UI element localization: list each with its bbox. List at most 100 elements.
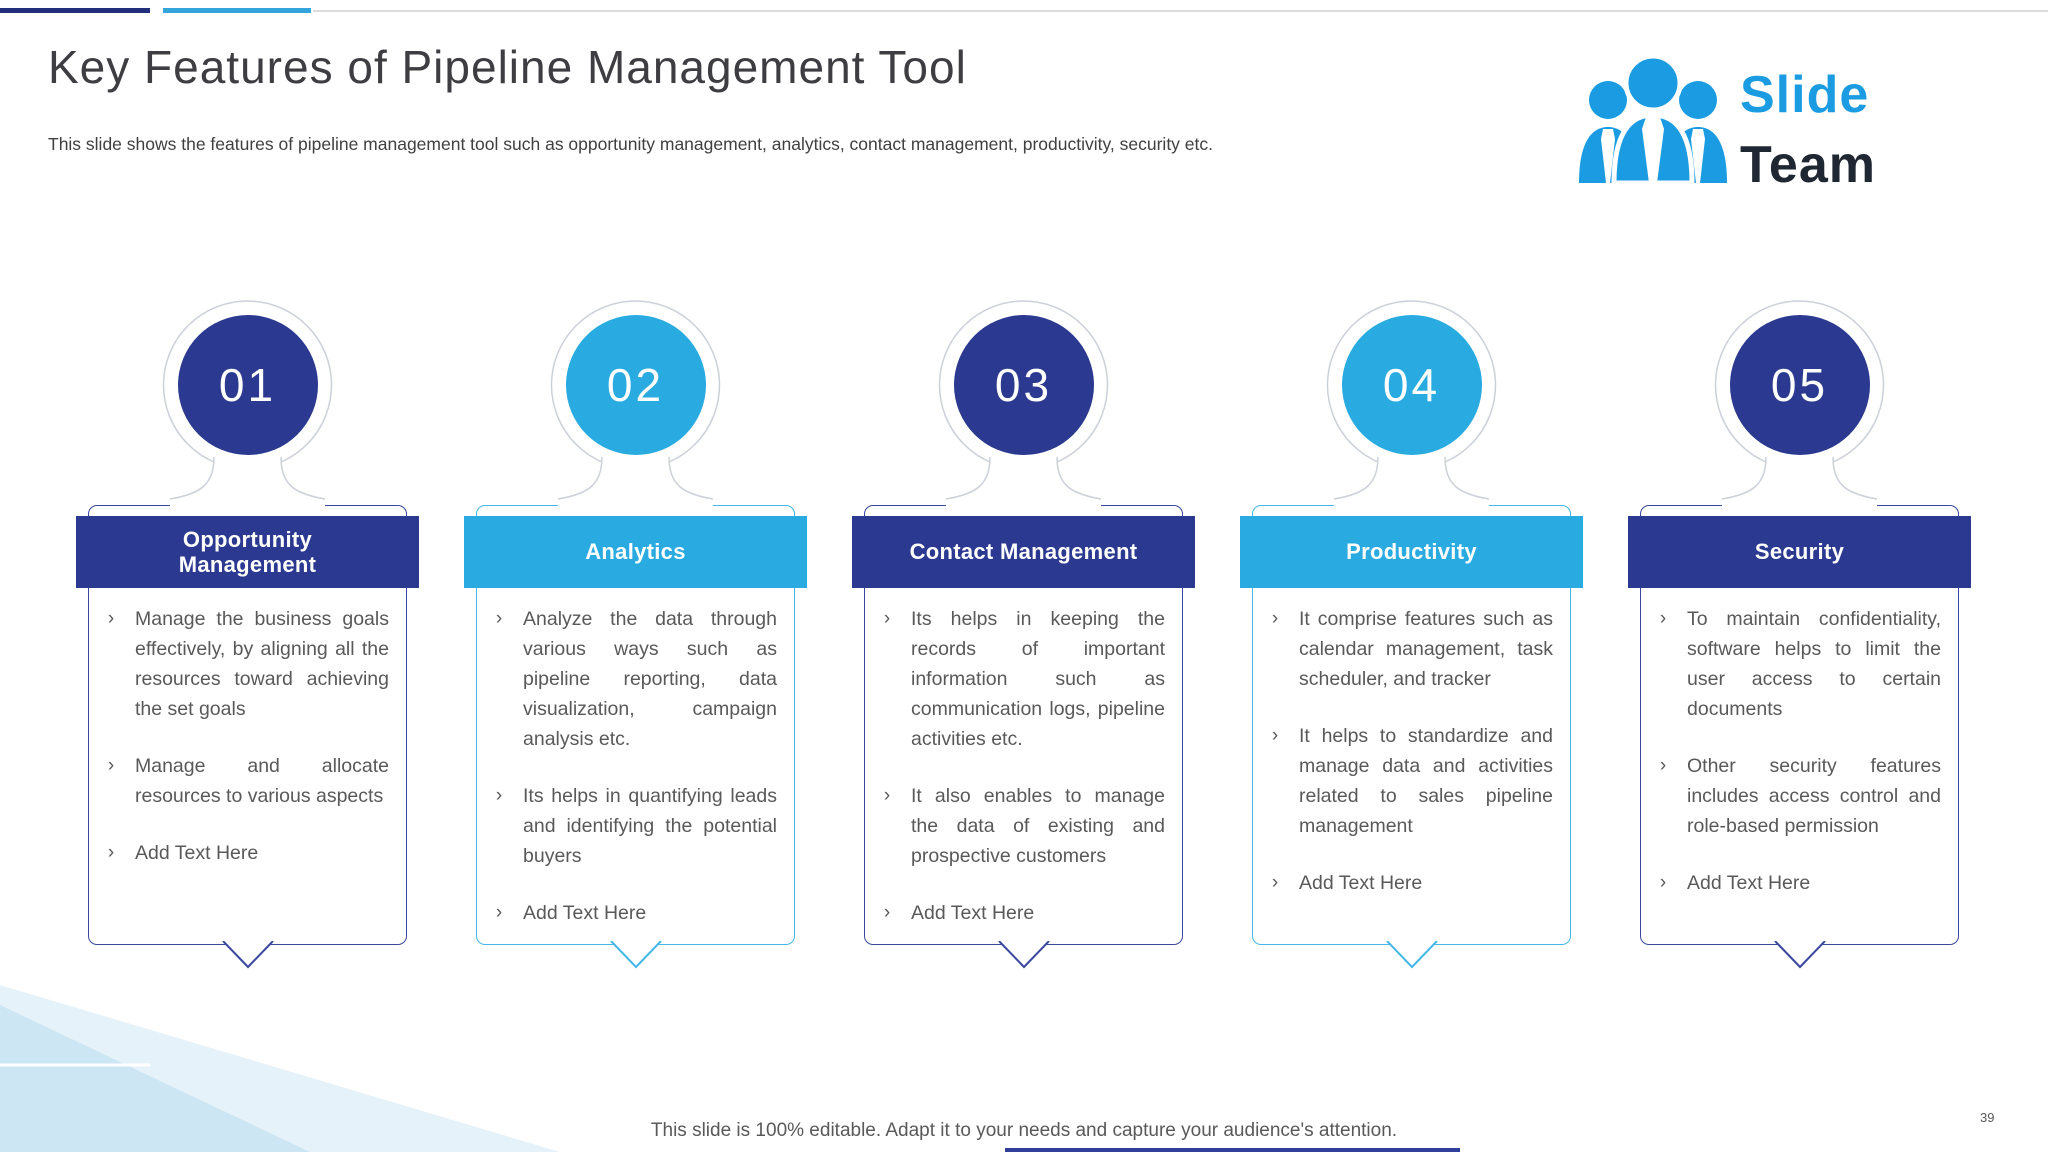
feature-card-body: › To maintain confidentiality, software … [1656,604,1941,934]
feature-card-header: Productivity [1240,516,1583,588]
logo-text-slide: Slide [1740,66,1869,124]
feature-card-body: › Its helps in keeping the records of im… [880,604,1165,934]
feature-column: 01 Opportunity Management › Manage the b… [76,297,419,987]
step-number-circle: 02 [565,315,706,455]
corner-decoration-triangle [0,985,560,1152]
bullet-arrow-icon: › [883,902,891,923]
bullet-text: Analyze the data through various ways su… [523,608,777,750]
bullet-arrow-icon: › [1659,872,1667,893]
footer-note: This slide is 100% editable. Adapt it to… [650,1120,1398,1141]
feature-card-header: Contact Management [852,516,1195,588]
bullet-text: It helps to standardize and manage data … [1299,725,1553,837]
feature-card-body: › Manage the business goals effectively,… [104,604,389,934]
bullet-item: › Its helps in quantifying leads and ide… [492,781,777,871]
step-number: 05 [1770,359,1829,411]
feature-title: Security [1754,539,1845,565]
card-tail [997,941,1050,969]
bullet-arrow-icon: › [495,785,503,806]
bullet-item: › Manage and allocate resources to vario… [104,751,389,811]
step-number: 04 [1382,359,1441,411]
bullet-text: Other security features includes access … [1687,755,1941,837]
slideteam-logo-graphic: Slide Team [1579,53,1876,194]
feature-card: Security › To maintain confidentiality, … [1628,505,1971,969]
step-number-circle: 01 [177,315,318,455]
bullet-text: To maintain confidentiality, software he… [1687,608,1941,720]
bottom-accent-bar [1005,1148,1460,1152]
bullet-arrow-icon: › [495,902,503,923]
step-number-circle: 03 [953,315,1094,455]
bullet-item: › To maintain confidentiality, software … [1656,604,1941,724]
bullet-arrow-icon: › [883,608,891,629]
step-number: 03 [994,359,1053,411]
feature-column: 04 Productivity › It comprise features s… [1240,297,1583,987]
bullet-arrow-icon: › [1659,755,1667,776]
feature-columns: 01 Opportunity Management › Manage the b… [76,297,1971,987]
card-tail [609,941,662,969]
bullet-text: Add Text Here [911,902,1035,924]
feature-title: Contact Management [909,539,1138,565]
feature-card: Productivity › It comprise features such… [1240,505,1583,969]
page-number: 39 [1980,1110,1995,1125]
top-bar-gray-line [313,10,2048,12]
feature-card-header: Analytics [464,516,807,588]
feature-card: Contact Management › Its helps in keepin… [852,505,1195,969]
bullet-item: › It also enables to manage the data of … [880,781,1165,871]
card-tail [1385,941,1438,969]
bullet-text: It also enables to manage the data of ex… [911,785,1165,867]
bullet-text: Manage and allocate resources to various… [135,755,389,807]
bullet-item: › Add Text Here [1656,868,1941,898]
bullet-arrow-icon: › [1271,872,1279,893]
bullet-text: Add Text Here [1687,872,1811,894]
bullet-item: › Analyze the data through various ways … [492,604,777,754]
logo-text-team: Team [1740,136,1876,187]
card-tail [221,941,274,969]
feature-title: Productivity [1346,539,1477,565]
top-bar-blue-segment [163,8,311,13]
page-subtitle: This slide shows the features of pipelin… [48,134,1214,154]
feature-title: Analytics [585,539,686,565]
bullet-item: › It helps to standardize and manage dat… [1268,721,1553,841]
top-bar-navy-segment [0,8,150,13]
bullet-text: Its helps in keeping the records of impo… [911,608,1165,750]
bullet-text: Add Text Here [1299,872,1423,894]
bullet-arrow-icon: › [1271,725,1279,746]
feature-column: 02 Analytics › Analyze the data through … [464,297,807,987]
bullet-text: Manage the business goals effectively, b… [135,608,389,720]
feature-card-body: › Analyze the data through various ways … [492,604,777,934]
step-number: 02 [606,359,665,411]
feature-card: Analytics › Analyze the data through var… [464,505,807,969]
bullet-arrow-icon: › [107,755,115,776]
bullet-item: › Its helps in keeping the records of im… [880,604,1165,754]
bullet-item: › Other security features includes acces… [1656,751,1941,841]
feature-card-header: Opportunity Management [76,516,419,588]
bullet-text: Its helps in quantifying leads and ident… [523,785,777,867]
bullet-arrow-icon: › [107,842,115,863]
bullet-item: › Add Text Here [1268,868,1553,898]
feature-card-body: › It comprise features such as calendar … [1268,604,1553,934]
card-tail [1773,941,1826,969]
feature-card: Opportunity Management › Manage the busi… [76,505,419,969]
bullet-item: › It comprise features such as calendar … [1268,604,1553,694]
bullet-item: › Add Text Here [880,898,1165,928]
bullet-arrow-icon: › [495,608,503,629]
feature-column: 05 Security › To maintain confidentialit… [1628,297,1971,987]
bullet-item: › Manage the business goals effectively,… [104,604,389,724]
step-number-circle: 04 [1341,315,1482,455]
slideteam-logo: Slide Team [1578,52,1948,194]
bullet-item: › Add Text Here [104,838,389,868]
feature-title: Opportunity Management [178,526,317,577]
step-number-circle: 05 [1729,315,1870,455]
bullet-arrow-icon: › [107,608,115,629]
top-accent-bar [0,8,2048,14]
page-title: Key Features of Pipeline Management Tool [48,41,967,93]
feature-column: 03 Contact Management › Its helps in kee… [852,297,1195,987]
step-number: 01 [218,359,277,411]
bullet-arrow-icon: › [883,785,891,806]
bullet-text: It comprise features such as calendar ma… [1299,608,1553,690]
feature-card-header: Security [1628,516,1971,588]
bullet-text: Add Text Here [135,842,259,864]
bullet-arrow-icon: › [1659,608,1667,629]
bullet-text: Add Text Here [523,902,647,924]
bullet-item: › Add Text Here [492,898,777,928]
